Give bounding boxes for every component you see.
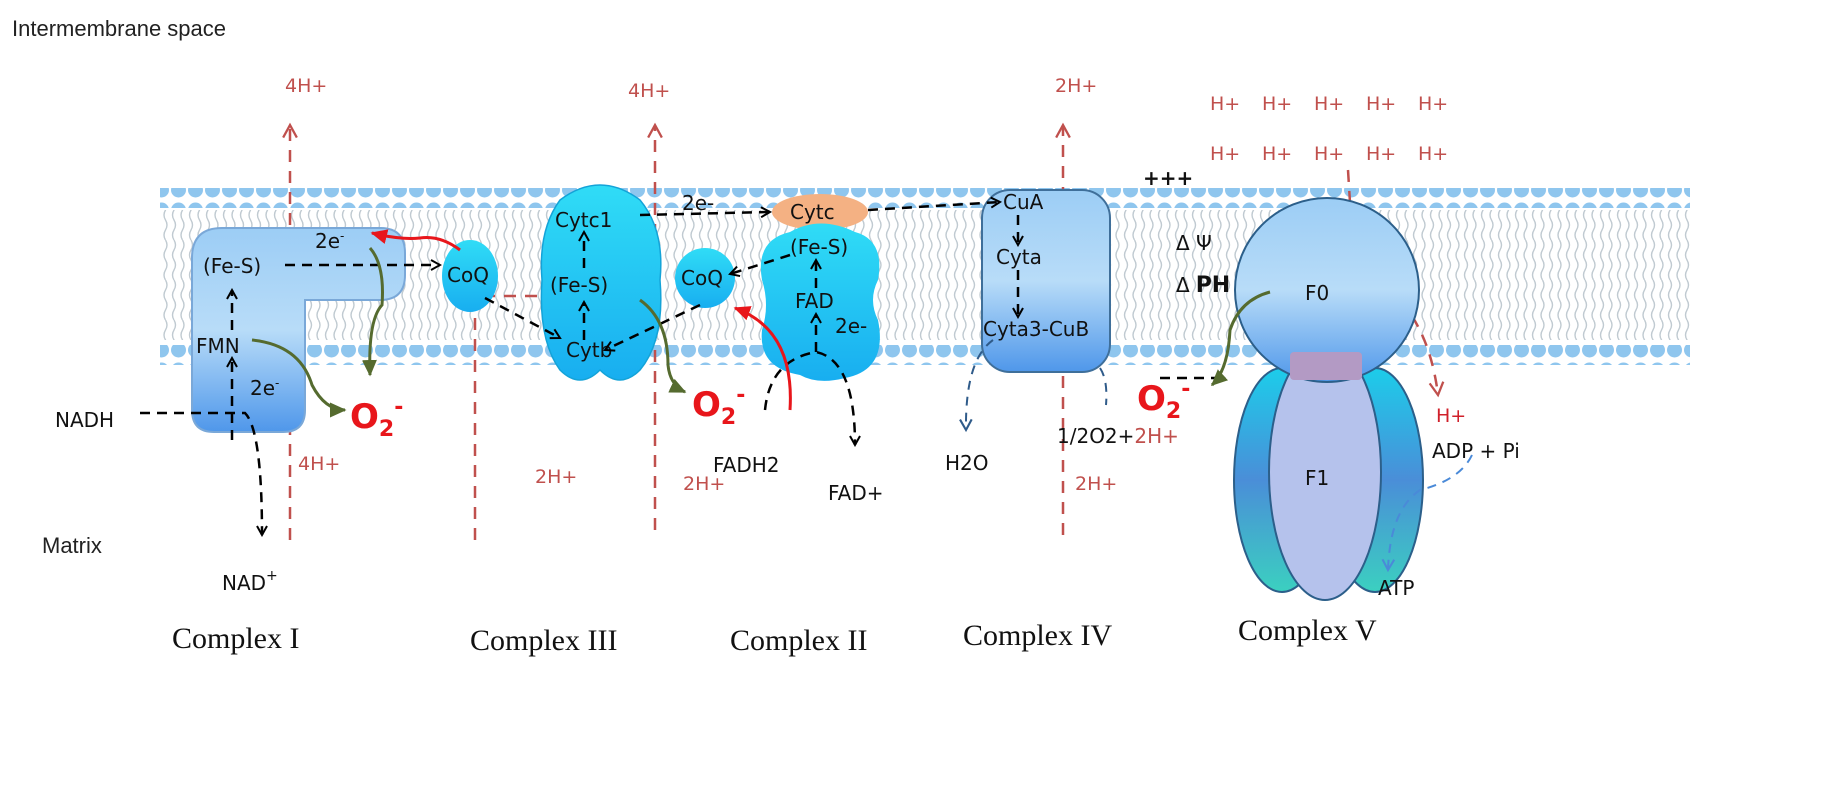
- complex-v-label: Complex V: [1238, 614, 1377, 647]
- svg-text:H+: H+: [1418, 143, 1448, 165]
- svg-text:H+: H+: [1418, 93, 1448, 115]
- cytc-label: Cytc: [790, 200, 835, 224]
- coq-1-label: CoQ: [447, 263, 489, 287]
- c1-h-up: 4H+: [285, 75, 327, 97]
- c3-electron-label: 2e-: [682, 191, 714, 215]
- complex-i-label: Complex I: [172, 622, 300, 655]
- svg-text:H+: H+: [1314, 93, 1344, 115]
- svg-text:H+: H+: [1262, 143, 1292, 165]
- oxygen-substrate-label: 1/2O2+2H+: [1057, 424, 1179, 448]
- coq-1: [442, 240, 498, 312]
- proton-pool: H+ H+ H+ H+ H+ H+ H+ H+ H+ H+: [1210, 93, 1448, 165]
- c4-h-down: 2H+: [1075, 473, 1117, 495]
- c4-h-up: 2H+: [1055, 75, 1097, 97]
- coq-2: [675, 248, 735, 308]
- c3-h-up: 4H+: [628, 80, 670, 102]
- c1-electron-top: 2e-: [315, 229, 344, 253]
- superoxide-c1: O2-: [350, 395, 403, 442]
- h-matrix-label: H+: [1436, 405, 1466, 427]
- cytc1-label: Cytc1: [555, 208, 612, 232]
- cytochrome-c: [772, 194, 868, 230]
- superoxide-c3: O2-: [692, 383, 745, 430]
- nadh-label: NADH: [55, 408, 114, 432]
- c3-h-down-left: 2H+: [535, 466, 577, 488]
- c2-fes-label: (Fe-S): [790, 235, 848, 259]
- fad-plus-label: FAD+: [828, 481, 884, 505]
- cyta3-cub-label: Cyta3-CuB: [983, 317, 1089, 341]
- c1-h-down: 4H+: [298, 453, 340, 475]
- svg-text:H+: H+: [1314, 143, 1344, 165]
- complex-ii: (Fe-S) FAD 2e-: [760, 223, 880, 381]
- coq-2-label: CoQ: [681, 266, 723, 290]
- complex-iv: CuA Cyta Cyta3-CuB: [981, 189, 1111, 373]
- water-atp-arrows: [959, 339, 1473, 573]
- complex-iii-label: Complex III: [470, 624, 617, 657]
- f0-label: F0: [1305, 281, 1329, 305]
- c3-h-down-right: 2H+: [683, 473, 725, 495]
- cua-label: CuA: [1003, 190, 1044, 214]
- h2o-label: H2O: [945, 451, 989, 475]
- nad-label: NAD+: [222, 568, 278, 595]
- svg-text:H+: H+: [1210, 143, 1240, 165]
- superoxide-leak-arrows: [251, 229, 1271, 418]
- complex-iv-label: Complex IV: [963, 619, 1112, 652]
- complex-i: (Fe-S) 2e- FMN 2e-: [191, 227, 406, 433]
- electron-flow-arrows: [140, 202, 1215, 535]
- fadh2-label: FADH2: [713, 453, 780, 477]
- complex-ii-label: Complex II: [730, 624, 867, 657]
- delta-psi-label: Δ Ψ: [1176, 231, 1212, 255]
- complex-iii: Cytc1 (Fe-S) Cytb: [540, 184, 662, 381]
- adp-pi-label: ADP + Pi: [1432, 439, 1520, 463]
- c1-fes-label: (Fe-S): [203, 254, 261, 278]
- atp-label: ATP: [1378, 576, 1414, 600]
- complex-v: F0 F1: [1233, 197, 1424, 601]
- fad-label: FAD: [795, 289, 834, 313]
- cyta-label: Cyta: [996, 245, 1042, 269]
- c3-fes-label: (Fe-S): [550, 273, 608, 297]
- f1-label: F1: [1305, 466, 1329, 490]
- fmn-label: FMN: [196, 334, 240, 358]
- svg-text:H+: H+: [1366, 93, 1396, 115]
- c1-electron-bottom: 2e-: [250, 376, 279, 400]
- svg-text:H+: H+: [1366, 143, 1396, 165]
- intermembrane-space-label: Intermembrane space: [12, 16, 226, 41]
- svg-text:H+: H+: [1262, 93, 1292, 115]
- c2-electron-label: 2e-: [835, 314, 867, 338]
- svg-text:H+: H+: [1210, 93, 1240, 115]
- superoxide-c5: O2-: [1137, 377, 1190, 424]
- charge-label: +++: [1143, 166, 1193, 190]
- matrix-label: Matrix: [42, 533, 102, 558]
